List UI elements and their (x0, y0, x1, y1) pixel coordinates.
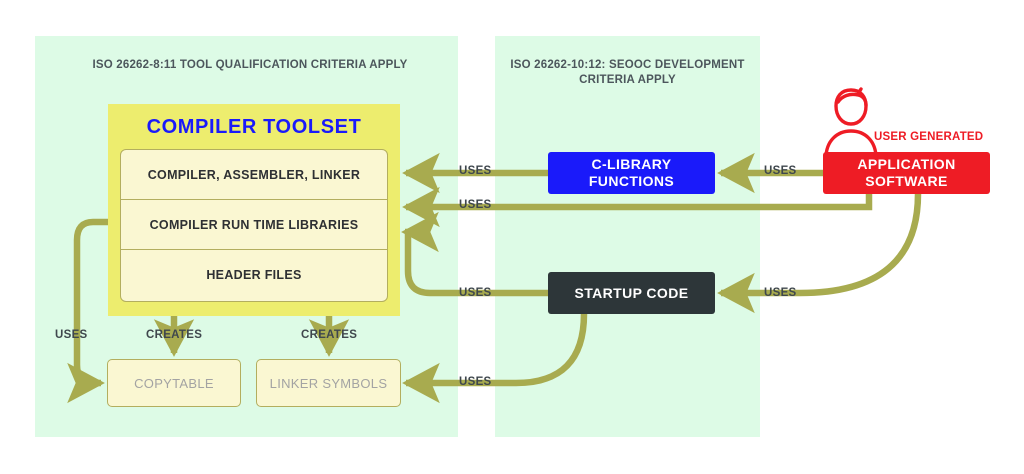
compiler-toolset-group: COMPILER TOOLSET COMPILER, ASSEMBLER, LI… (108, 104, 400, 316)
panel-left-title: ISO 26262-8:11 TOOL QUALIFICATION CRITER… (92, 59, 408, 71)
user-icon (824, 87, 878, 160)
edge-label-uses-application-startup: USES (764, 287, 797, 299)
edge-label-creates-linker-symbols: CREATES (301, 329, 358, 341)
edge-label-creates-copytable: CREATES (146, 329, 203, 341)
compiler-toolset-rows: COMPILER, ASSEMBLER, LINKER COMPILER RUN… (120, 149, 388, 302)
box-application-software[interactable]: APPLICATION SOFTWARE (823, 152, 990, 194)
user-generated-label: USER GENERATED (874, 131, 984, 143)
edge-label-uses-clibrary-compiler: USES (459, 165, 492, 177)
toolset-row-compiler-run-time-libraries[interactable]: COMPILER RUN TIME LIBRARIES (121, 200, 387, 250)
box-linker-symbols[interactable]: LINKER SYMBOLS (256, 359, 401, 407)
compiler-toolset-title: COMPILER TOOLSET (146, 116, 362, 138)
edge-label-uses-startup-runtime: USES (459, 287, 492, 299)
box-startup-code[interactable]: STARTUP CODE (548, 272, 715, 314)
box-copytable[interactable]: COPYTABLE (107, 359, 241, 407)
edge-label-uses-startup-linker-symbols: USES (459, 376, 492, 388)
edge-label-uses-application-clibrary: USES (764, 165, 797, 177)
edge-label-uses-runtime-copytable: USES (55, 329, 88, 341)
panel-seooc-development (495, 36, 760, 437)
toolset-row-header-files[interactable]: HEADER FILES (206, 268, 302, 282)
panel-right-title: ISO 26262-10:12: SEOOC DEVELOPMENT CRITE… (510, 59, 745, 86)
edge-label-uses-application-runtime: USES (459, 199, 492, 211)
box-c-library-functions[interactable]: C-LIBRARY FUNCTIONS (548, 152, 715, 194)
toolset-row-compiler-assembler-linker[interactable]: COMPILER, ASSEMBLER, LINKER (121, 150, 387, 200)
